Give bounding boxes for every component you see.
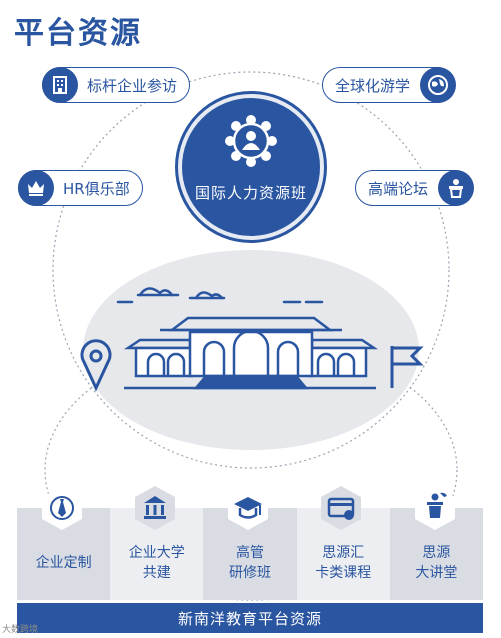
hr-club-pill: HR俱乐部 xyxy=(17,169,143,206)
tile-label: 高管 研修班 xyxy=(229,545,271,581)
podium-icon xyxy=(437,169,474,206)
tile-label: 企业定制 xyxy=(35,555,92,571)
pill-label: HR俱乐部 xyxy=(63,179,130,198)
tie-icon xyxy=(42,486,82,530)
high-end-forum-pill: 高端论坛 xyxy=(355,169,474,206)
building-icon xyxy=(41,66,78,103)
footer-label: 新南洋教育平台资源 xyxy=(177,609,322,628)
benchmark-visit-pill: 标杆企业参访 xyxy=(41,66,191,103)
tile-label: 思源 大讲堂 xyxy=(415,545,458,581)
global-study-pill: 全球化游学 xyxy=(322,66,456,103)
watermark: 大数跨境 xyxy=(2,622,38,635)
watermark-label: 大数跨境 xyxy=(2,625,39,635)
card-icon xyxy=(321,486,361,530)
graduation-cap-icon xyxy=(228,486,268,530)
speaker-icon xyxy=(415,486,455,530)
building-icon xyxy=(123,316,379,390)
flag-icon xyxy=(390,346,424,388)
tile-label: 思源汇 卡类课程 xyxy=(315,545,372,581)
clouds xyxy=(116,287,324,304)
center-label: 国际人力资源班 xyxy=(194,184,307,202)
crown-icon xyxy=(17,169,54,206)
pill-label: 全球化游学 xyxy=(335,76,411,95)
international-hr-class-circle: 国际人力资源班 xyxy=(178,94,324,240)
location-pin-icon xyxy=(80,339,112,392)
pill-label: 高端论坛 xyxy=(368,179,429,198)
globe-icon xyxy=(419,66,456,103)
people-network-icon xyxy=(224,114,278,172)
resource-tiles: 企业定制 企业大学 共建 高管 研修班 思源汇 卡类课程 思源 大讲堂 xyxy=(17,508,484,600)
tile-label: 企业大学 共建 xyxy=(128,545,185,581)
page-title: 平台资源 xyxy=(14,16,142,51)
outer-dotted-circle xyxy=(52,71,450,469)
footer-bar: 新南洋教育平台资源 xyxy=(17,603,483,633)
pill-label: 标杆企业参访 xyxy=(87,76,178,95)
institution-icon xyxy=(135,486,175,530)
